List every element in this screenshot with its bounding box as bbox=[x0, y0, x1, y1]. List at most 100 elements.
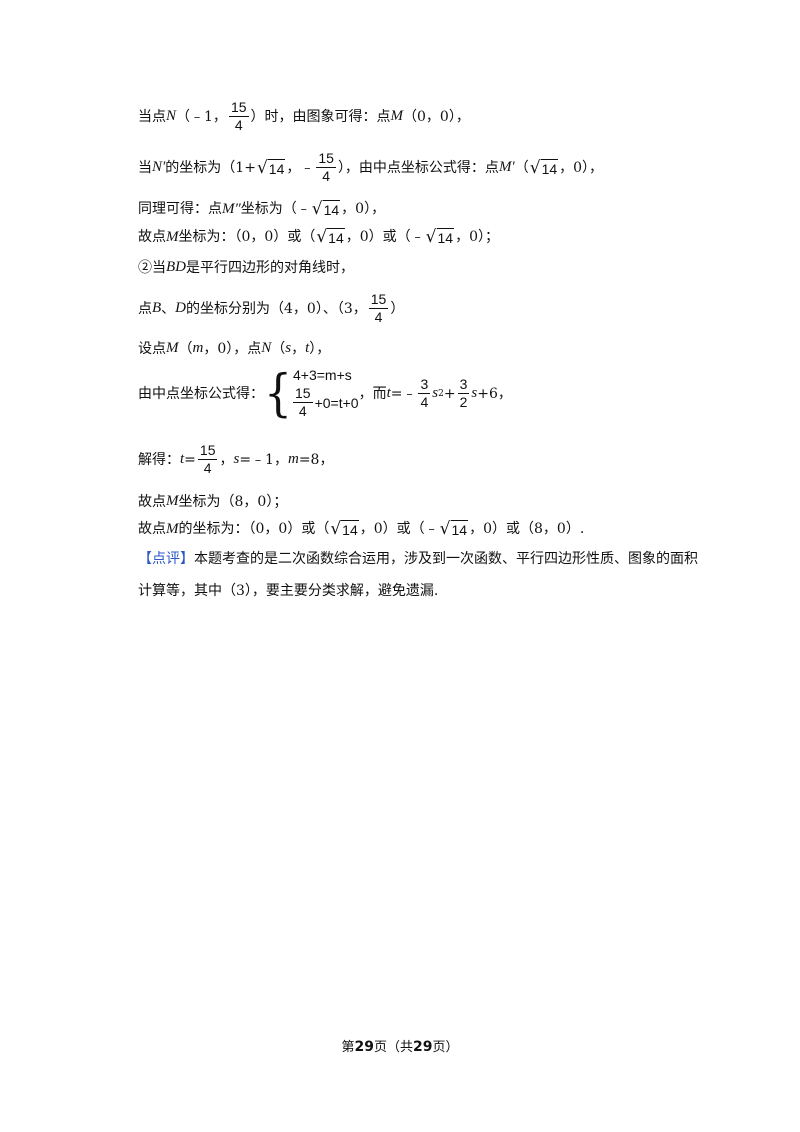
text: ，0）， bbox=[341, 201, 386, 217]
text: 坐标为（8，0）； bbox=[178, 493, 288, 510]
var-s: s bbox=[233, 451, 240, 467]
fraction: 15 4 bbox=[197, 442, 218, 476]
var-m-lower: m bbox=[192, 340, 204, 356]
total-pages: 29 bbox=[413, 1039, 433, 1055]
solution-line-4: 故点 M 坐标为：（0，0）或（ √14 ，0）或（﹣ √14 ，0）； bbox=[138, 228, 499, 246]
denominator: 2 bbox=[459, 394, 468, 410]
solution-line-6: 点 B 、 D 的坐标分别为（4，0）、（3， 15 4 ） bbox=[138, 292, 404, 325]
text: ，0）， bbox=[559, 159, 604, 176]
denominator: 4 bbox=[234, 117, 243, 133]
fraction: 3 2 bbox=[457, 377, 470, 410]
text: 故点 bbox=[138, 229, 166, 245]
text: ）时，由图象可得：点 bbox=[250, 108, 391, 125]
text: =﹣ bbox=[390, 385, 417, 402]
page-number: 29 bbox=[354, 1039, 374, 1055]
var-s: s bbox=[471, 385, 478, 401]
radicand: 14 bbox=[436, 228, 455, 246]
text: 当点 bbox=[138, 108, 166, 125]
sqrt: √14 bbox=[311, 199, 341, 219]
fraction: 3 4 bbox=[418, 377, 431, 410]
var-t: t bbox=[305, 340, 310, 356]
radicand: 14 bbox=[267, 158, 286, 177]
radicand: 14 bbox=[341, 520, 359, 538]
equation-row-2: 15 4 +0=t+0 bbox=[293, 386, 359, 419]
solution-line-9: 解得： t = 15 4 ， s =﹣1， m =8， bbox=[138, 443, 333, 476]
text: 点 bbox=[138, 300, 152, 317]
var-d: D bbox=[175, 300, 187, 316]
text: ， bbox=[291, 340, 306, 357]
text: （ bbox=[178, 340, 193, 357]
fraction: 15 4 bbox=[316, 151, 336, 184]
denominator: 4 bbox=[203, 460, 212, 476]
numerator: 15 bbox=[368, 291, 389, 309]
text: 是平行四边形的对角线时， bbox=[186, 259, 354, 276]
text: ，0）； bbox=[455, 229, 500, 245]
page-footer: 第29页（共29页） bbox=[0, 1036, 800, 1055]
text: 坐标为：（0，0）或（ bbox=[178, 229, 316, 245]
text: （ bbox=[514, 159, 529, 176]
fraction: 15 4 bbox=[228, 100, 249, 133]
var-s: s bbox=[285, 340, 292, 356]
var-m-double-prime: M″ bbox=[222, 200, 241, 217]
sqrt: √14 bbox=[439, 519, 469, 539]
var-m: M bbox=[166, 340, 179, 356]
text: 同理可得：点 bbox=[138, 201, 222, 217]
var-bd: BD bbox=[166, 259, 186, 275]
var-m-prime: M′ bbox=[498, 159, 515, 175]
text: ，0），点 bbox=[203, 340, 262, 357]
footer-text: 页（共 bbox=[373, 1040, 413, 1055]
radicand: 14 bbox=[327, 228, 345, 246]
text: ，0）或（8，0）. bbox=[469, 521, 585, 537]
sqrt: √14 bbox=[256, 157, 286, 178]
text: ） bbox=[390, 300, 405, 317]
comment-tag: 【点评】 bbox=[138, 551, 194, 567]
numerator: 15 bbox=[293, 385, 313, 403]
solution-line-1: 当点 N （﹣1， 15 4 ）时，由图象可得：点 M （0，0）， bbox=[138, 100, 470, 133]
numerator: 15 bbox=[197, 442, 218, 460]
var-m: M bbox=[390, 108, 404, 124]
var-m: M bbox=[166, 520, 179, 537]
equation-row-1: 4+3=m+s bbox=[293, 367, 352, 383]
sqrt: √14 bbox=[316, 227, 345, 247]
text: +6， bbox=[477, 385, 512, 402]
text: 故点 bbox=[138, 521, 166, 537]
text: ②当 bbox=[138, 259, 166, 276]
text: ， bbox=[219, 451, 234, 468]
text: ），由中点坐标公式得：点 bbox=[337, 159, 499, 176]
denominator: 4 bbox=[298, 403, 307, 419]
text: 当 bbox=[138, 159, 152, 176]
footer-text: 第 bbox=[341, 1040, 355, 1055]
fraction: 15 4 bbox=[368, 291, 389, 325]
text: （0，0）， bbox=[403, 108, 470, 125]
var-t: t bbox=[180, 451, 185, 467]
text: = bbox=[184, 451, 196, 468]
text: 的坐标分别为（4，0）、（3， bbox=[186, 300, 367, 317]
text: 解得： bbox=[138, 451, 180, 468]
comment-line-1: 【点评】 本题考查的是二次函数综合运用，涉及到一次函数、平行四边形性质、图象的面… bbox=[138, 552, 698, 566]
solution-line-3: 同理可得：点 M″ 坐标为（﹣ √14 ，0）， bbox=[138, 200, 385, 218]
radicand: 14 bbox=[450, 520, 469, 538]
sqrt: √14 bbox=[330, 519, 359, 539]
solution-line-5: ②当 BD 是平行四边形的对角线时， bbox=[138, 260, 354, 275]
var-m: M bbox=[166, 493, 179, 509]
var-t: t bbox=[386, 385, 391, 401]
sqrt: √14 bbox=[425, 227, 455, 247]
text: 故点 bbox=[138, 493, 166, 510]
radicand: 14 bbox=[322, 200, 341, 218]
text: 的坐标为（1+ bbox=[165, 159, 256, 176]
solution-line-11: 故点 M 的坐标为：（0，0）或（ √14 ，0）或（﹣ √14 ，0）或（8，… bbox=[138, 520, 584, 538]
brace: { bbox=[264, 363, 292, 423]
text: 本题考查的是二次函数综合运用，涉及到一次函数、平行四边形性质、图象的面积 bbox=[194, 551, 698, 567]
text: 坐标为（﹣ bbox=[240, 201, 311, 217]
var-n-prime: N′ bbox=[152, 159, 166, 175]
text: =﹣1， bbox=[239, 451, 288, 468]
text: ，﹣ bbox=[286, 159, 315, 176]
text: 、 bbox=[161, 300, 176, 317]
var-m: M bbox=[166, 228, 179, 245]
denominator: 4 bbox=[420, 394, 429, 410]
solution-line-8: 由中点坐标公式得： { 4+3=m+s 15 4 +0=t+0 ，而 t =﹣ … bbox=[138, 363, 512, 423]
denominator: 4 bbox=[374, 309, 383, 325]
text: ，0）或（﹣ bbox=[359, 521, 439, 537]
text: 计算等，其中（3），要主要分类求解，避免遗漏. bbox=[138, 583, 439, 599]
footer-text: 页） bbox=[432, 1040, 459, 1055]
